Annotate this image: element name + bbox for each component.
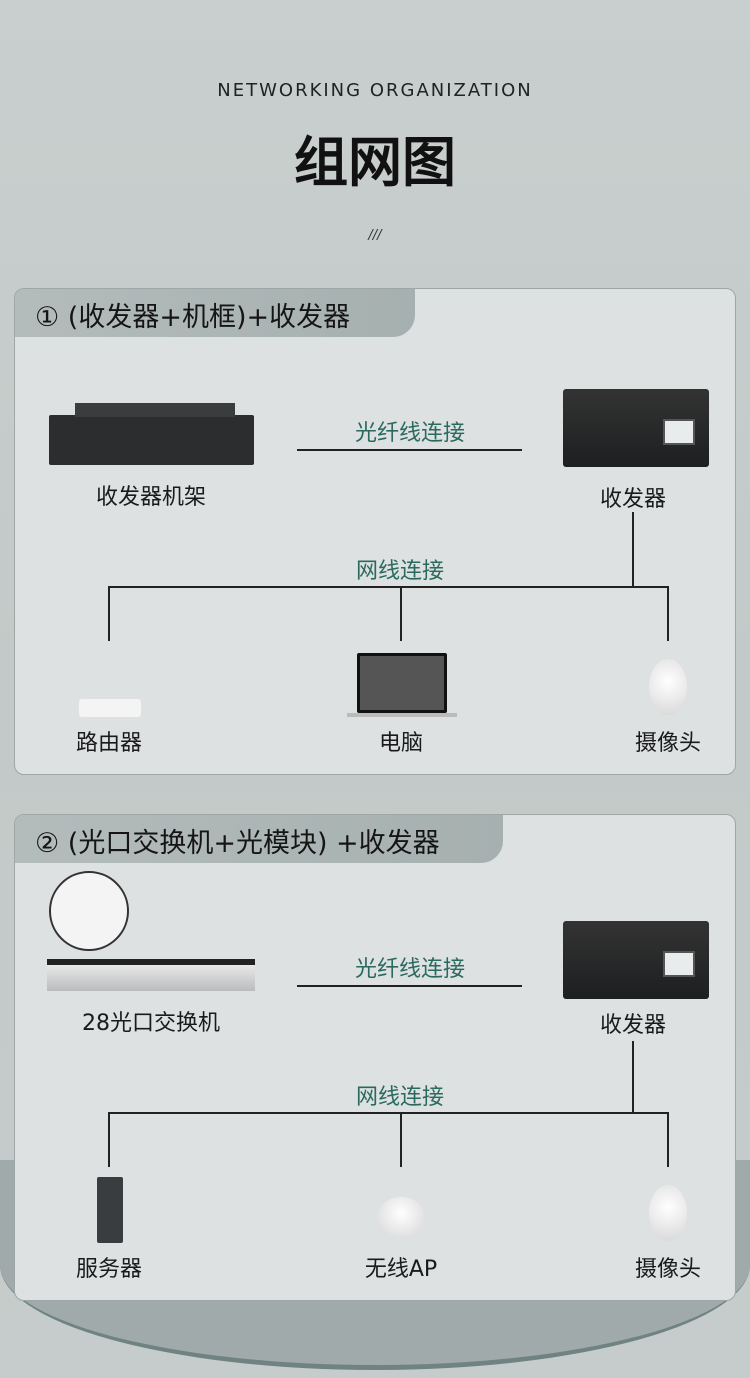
fiber-line	[297, 449, 522, 451]
transceiver-rack-image	[49, 415, 254, 465]
cable-label: 网线连接	[355, 559, 444, 584]
subtitle: NETWORKING ORGANIZATION	[217, 80, 533, 101]
drop-line	[108, 586, 110, 641]
cable-label: 网线连接	[355, 1085, 444, 1110]
rj45-port	[663, 419, 695, 445]
endpoint-label: 摄像头	[634, 731, 701, 756]
endpoint-label: 无线AP	[364, 1257, 438, 1282]
connector-line	[632, 512, 634, 586]
drop-line	[667, 586, 669, 641]
cable-line	[108, 586, 668, 588]
page-title: 组网图	[294, 131, 456, 194]
section-title: ① (收发器+机框)+收发器	[15, 289, 415, 337]
endpoint-label: 摄像头	[634, 1257, 701, 1282]
connector-line	[632, 1041, 634, 1113]
divider: ///	[368, 228, 382, 243]
optical-module-image	[49, 871, 129, 951]
router-image	[79, 699, 141, 717]
left-device-label: 28光口交换机	[82, 1011, 220, 1036]
drop-line	[667, 1112, 669, 1167]
endpoint-label: 电脑	[378, 731, 423, 756]
drop-line	[400, 1112, 402, 1167]
rack-top	[75, 403, 235, 417]
cable-line	[108, 1112, 668, 1114]
right-device-label: 收发器	[599, 487, 666, 512]
server-image	[97, 1177, 123, 1243]
drop-line	[108, 1112, 110, 1167]
laptop-image	[357, 653, 447, 713]
media-converter-image	[563, 389, 709, 467]
switch-image	[47, 959, 255, 991]
rj45-port	[663, 951, 695, 977]
camera-image	[649, 659, 687, 715]
section-1-card: ① (收发器+机框)+收发器 收发器机架 光纤线连接 收发器 网线连接 路由器 …	[14, 288, 736, 775]
media-converter-image	[563, 921, 709, 999]
drop-line	[400, 586, 402, 641]
endpoint-label: 路由器	[75, 731, 142, 756]
laptop-base	[347, 713, 457, 717]
right-device-label: 收发器	[599, 1013, 666, 1038]
fiber-label: 光纤线连接	[354, 421, 465, 446]
camera-image	[649, 1185, 687, 1241]
wireless-ap-image	[377, 1197, 425, 1237]
left-device-label: 收发器机架	[95, 485, 206, 510]
section-title: ② (光口交换机+光模块) +收发器	[15, 815, 503, 863]
fiber-label: 光纤线连接	[354, 957, 465, 982]
section-2-card: ② (光口交换机+光模块) +收发器 28光口交换机 光纤线连接 收发器 网线连…	[14, 814, 736, 1301]
fiber-line	[297, 985, 522, 987]
endpoint-label: 服务器	[75, 1257, 142, 1282]
